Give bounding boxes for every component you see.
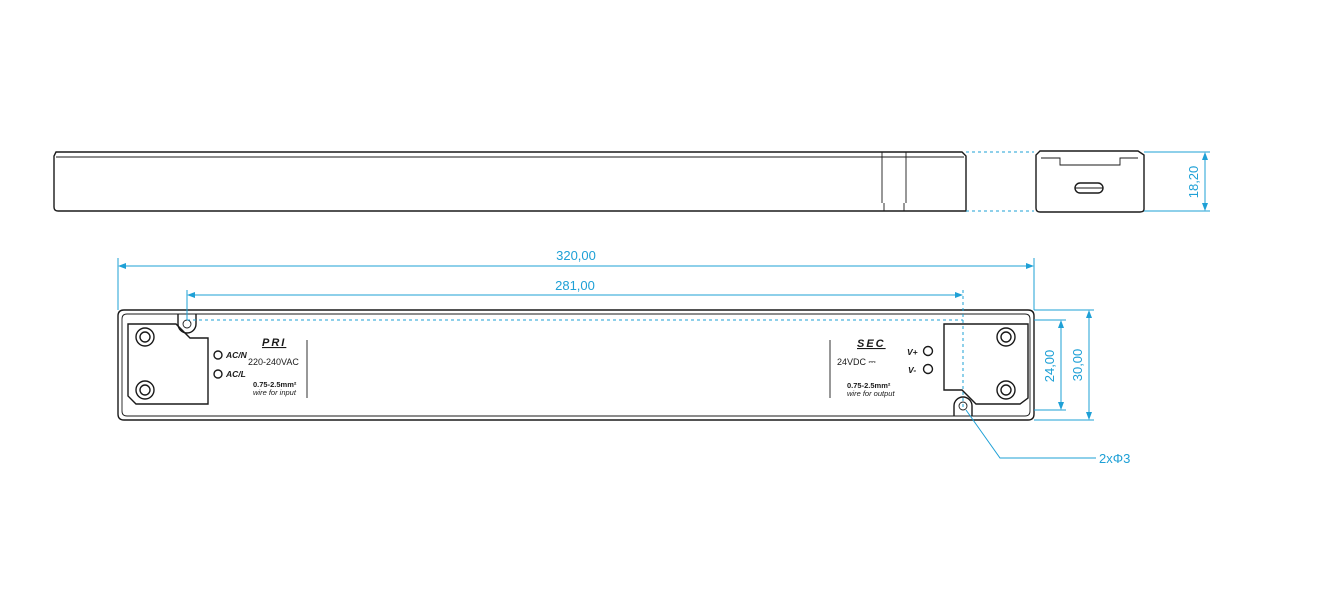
- terminal-icon: [922, 363, 934, 375]
- pri-wire-note: wire for input: [253, 388, 297, 397]
- dimension-overall-width: 30,00: [1034, 309, 1094, 421]
- end-view: [1035, 150, 1210, 213]
- terminal-icon: [213, 350, 223, 360]
- dimension-holes: 2xΦ3: [965, 409, 1130, 466]
- inner-width-label: 24,00: [1042, 350, 1057, 383]
- dimension-inner-width: 24,00: [1034, 319, 1066, 411]
- side-view: [53, 151, 1034, 212]
- pri-heading: PRI: [262, 337, 286, 349]
- primary-labels: PRI AC/N AC/L 220-240VAC 0.75-2.5mm² wir…: [213, 337, 299, 397]
- dimension-overall-length: 320,00: [117, 248, 1035, 310]
- top-view: [117, 309, 1035, 421]
- pri-wire-gauge: 0.75-2.5mm²: [253, 380, 297, 389]
- terminal-icon: [213, 369, 223, 379]
- screw-icon: [996, 380, 1016, 400]
- sec-wire-note: wire for output: [847, 389, 895, 398]
- terminal-acn-label: AC/N: [225, 350, 248, 360]
- terminal-acl-label: AC/L: [225, 369, 246, 379]
- holes-label: 2xΦ3: [1099, 451, 1130, 466]
- terminal-icon: [922, 345, 934, 357]
- height-label: 18,20: [1186, 166, 1201, 199]
- pri-voltage: 220-240VAC: [248, 357, 299, 367]
- screw-icon: [135, 380, 155, 400]
- sec-heading: SEC: [857, 338, 886, 350]
- screw-icon: [135, 327, 155, 347]
- overall-length-label: 320,00: [556, 248, 596, 263]
- dimension-height: 18,20: [1186, 152, 1208, 211]
- screw-icon: [996, 327, 1016, 347]
- overall-width-label: 30,00: [1070, 349, 1085, 382]
- dimension-mounting-pitch: 281,00: [186, 278, 964, 410]
- secondary-labels: SEC 24VDC ⎓ V+ V- 0.75-2.5mm² wire for o…: [837, 338, 934, 398]
- mounting-pitch-label: 281,00: [555, 278, 595, 293]
- sec-wire-gauge: 0.75-2.5mm²: [847, 381, 891, 390]
- terminal-vplus-label: V+: [907, 347, 918, 357]
- sec-voltage: 24VDC ⎓: [837, 357, 876, 367]
- terminal-vminus-label: V-: [908, 365, 916, 375]
